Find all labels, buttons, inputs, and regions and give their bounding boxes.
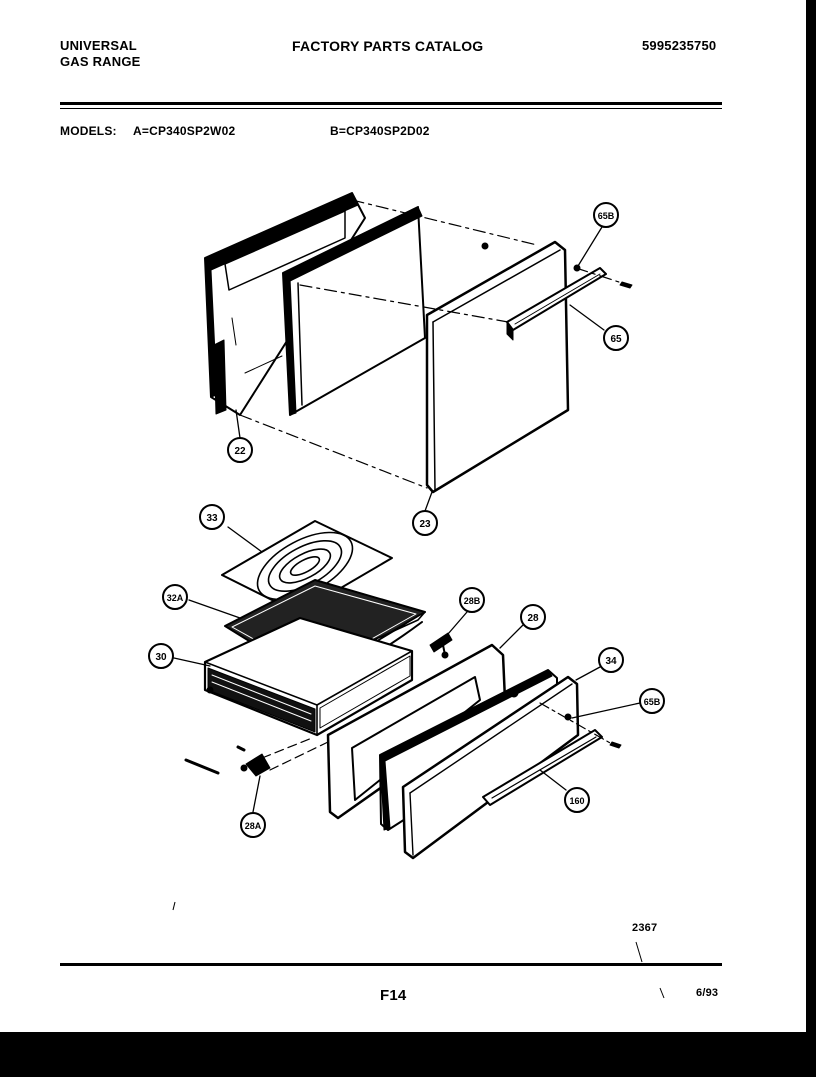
header-rule-thick [60,102,722,105]
outer-door-panel [425,240,570,494]
door-handle-top [506,267,607,341]
drawing-number: 2367 [632,922,658,934]
brand-line-1: UNIVERSAL [60,38,137,53]
callout-23: 23 [419,519,431,530]
catalog-title: FACTORY PARTS CATALOG [292,38,484,54]
models-label: MODELS: [60,124,117,138]
callout-160: 160 [569,796,584,806]
footer-rule [60,963,722,966]
page-number: F14 [380,987,407,1004]
callout-28: 28 [527,613,539,624]
callout-65b-top: 65B [598,211,615,221]
header-rule-thin [60,108,722,109]
broiler-drawer-frame [203,616,414,737]
revision-date: 6/93 [696,987,719,999]
part-number: 5995235750 [642,38,717,53]
callout-28a: 28A [245,821,262,831]
scan-bottom-band [0,1032,816,1077]
model-b: B=CP340SP2D02 [330,124,430,138]
callout-65b-bottom: 65B [644,697,661,707]
callout-22: 22 [234,446,246,457]
scan-edge [806,0,816,1040]
callout-28b: 28B [464,596,481,606]
drawer-outer-panel [401,675,580,860]
broiler-pan-insert [221,520,393,614]
bracket-28b [429,632,453,659]
model-a: A=CP340SP2W02 [133,124,236,138]
drawer-handle [482,729,603,806]
middle-door-panel [282,206,426,416]
slide-28a [184,745,271,777]
callout-33: 33 [206,513,218,524]
callout-34: 34 [605,656,617,667]
callout-32a: 32A [167,593,184,603]
brand-line-2: GAS RANGE [60,54,141,69]
callout-65: 65 [610,334,622,345]
callout-30: 30 [155,652,167,663]
